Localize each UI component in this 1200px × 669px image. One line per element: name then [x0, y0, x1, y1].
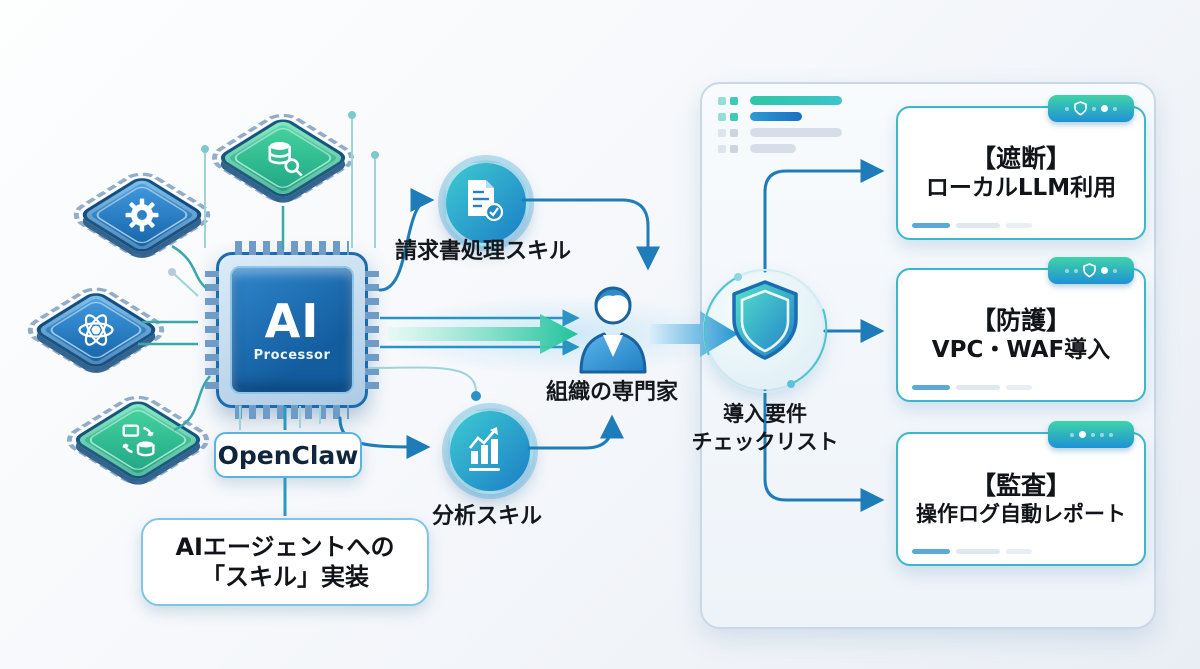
- card-title: ローカルLLM利用: [925, 175, 1117, 202]
- card-audit: 【監査】 操作ログ自動レポート: [896, 421, 1146, 566]
- checklist-label: 導入要件 チェックリスト: [691, 402, 839, 455]
- card-progress-bars: [912, 549, 1032, 554]
- card-protect: 【防護】 VPC・WAF導入: [896, 257, 1146, 402]
- checklist-row: [718, 128, 842, 137]
- chip-sublabel: Processor: [253, 347, 331, 363]
- invoice-skill-label: 請求書処理スキル: [394, 239, 571, 264]
- checklist-row: [718, 96, 842, 105]
- card-progress-bars: [912, 385, 1032, 390]
- card-badge: [1048, 95, 1134, 122]
- card-title: VPC・WAF導入: [931, 337, 1111, 364]
- checklist-row: [718, 144, 842, 153]
- checklist-graphic: [718, 96, 842, 153]
- chip-gear: [64, 166, 220, 264]
- data-sync-icon: [122, 424, 155, 457]
- chip-database: [202, 108, 364, 208]
- checklist-row: [718, 112, 842, 121]
- chip-pins: [235, 241, 349, 255]
- shield-icon: [1083, 263, 1096, 278]
- caption-line1: AIエージェントへの: [175, 533, 395, 561]
- caption-box: AIエージェントへの 「スキル」実装: [141, 518, 429, 606]
- atom-icon: [78, 314, 114, 346]
- ai-processor-chip: AI Processor: [205, 241, 379, 419]
- analysis-skill-label: 分析スキル: [431, 504, 542, 529]
- openclaw-label-box: OpenClaw: [214, 432, 362, 478]
- database-search-icon: [268, 141, 303, 177]
- chip-atom: [18, 281, 174, 379]
- chip-data-sync: [57, 390, 219, 490]
- card-tag: 【防護】: [970, 305, 1071, 335]
- chip-pins: [365, 271, 379, 389]
- analysis-skill-node: [447, 408, 533, 494]
- card-badge: [1048, 421, 1134, 448]
- gear-icon: [125, 198, 159, 232]
- card-tag: 【監査】: [970, 470, 1071, 500]
- shield-icon: [1074, 101, 1087, 116]
- chip-pins: [205, 271, 219, 389]
- glow-band: [380, 295, 740, 375]
- chip-label: AI: [264, 293, 320, 348]
- card-block: 【遮断】 ローカルLLM利用: [896, 95, 1146, 240]
- caption-line2: 「スキル」実装: [201, 563, 369, 591]
- card-title: 操作ログ自動レポート: [916, 502, 1126, 527]
- card-badge: [1048, 257, 1134, 284]
- openclaw-label: OpenClaw: [217, 440, 359, 470]
- expert-label: 組織の専門家: [545, 380, 678, 405]
- dots-icon: [1078, 431, 1086, 438]
- card-tag: 【遮断】: [970, 143, 1071, 173]
- chip-pins: [235, 405, 349, 419]
- shield-backdrop: [707, 273, 823, 389]
- card-progress-bars: [912, 223, 1032, 228]
